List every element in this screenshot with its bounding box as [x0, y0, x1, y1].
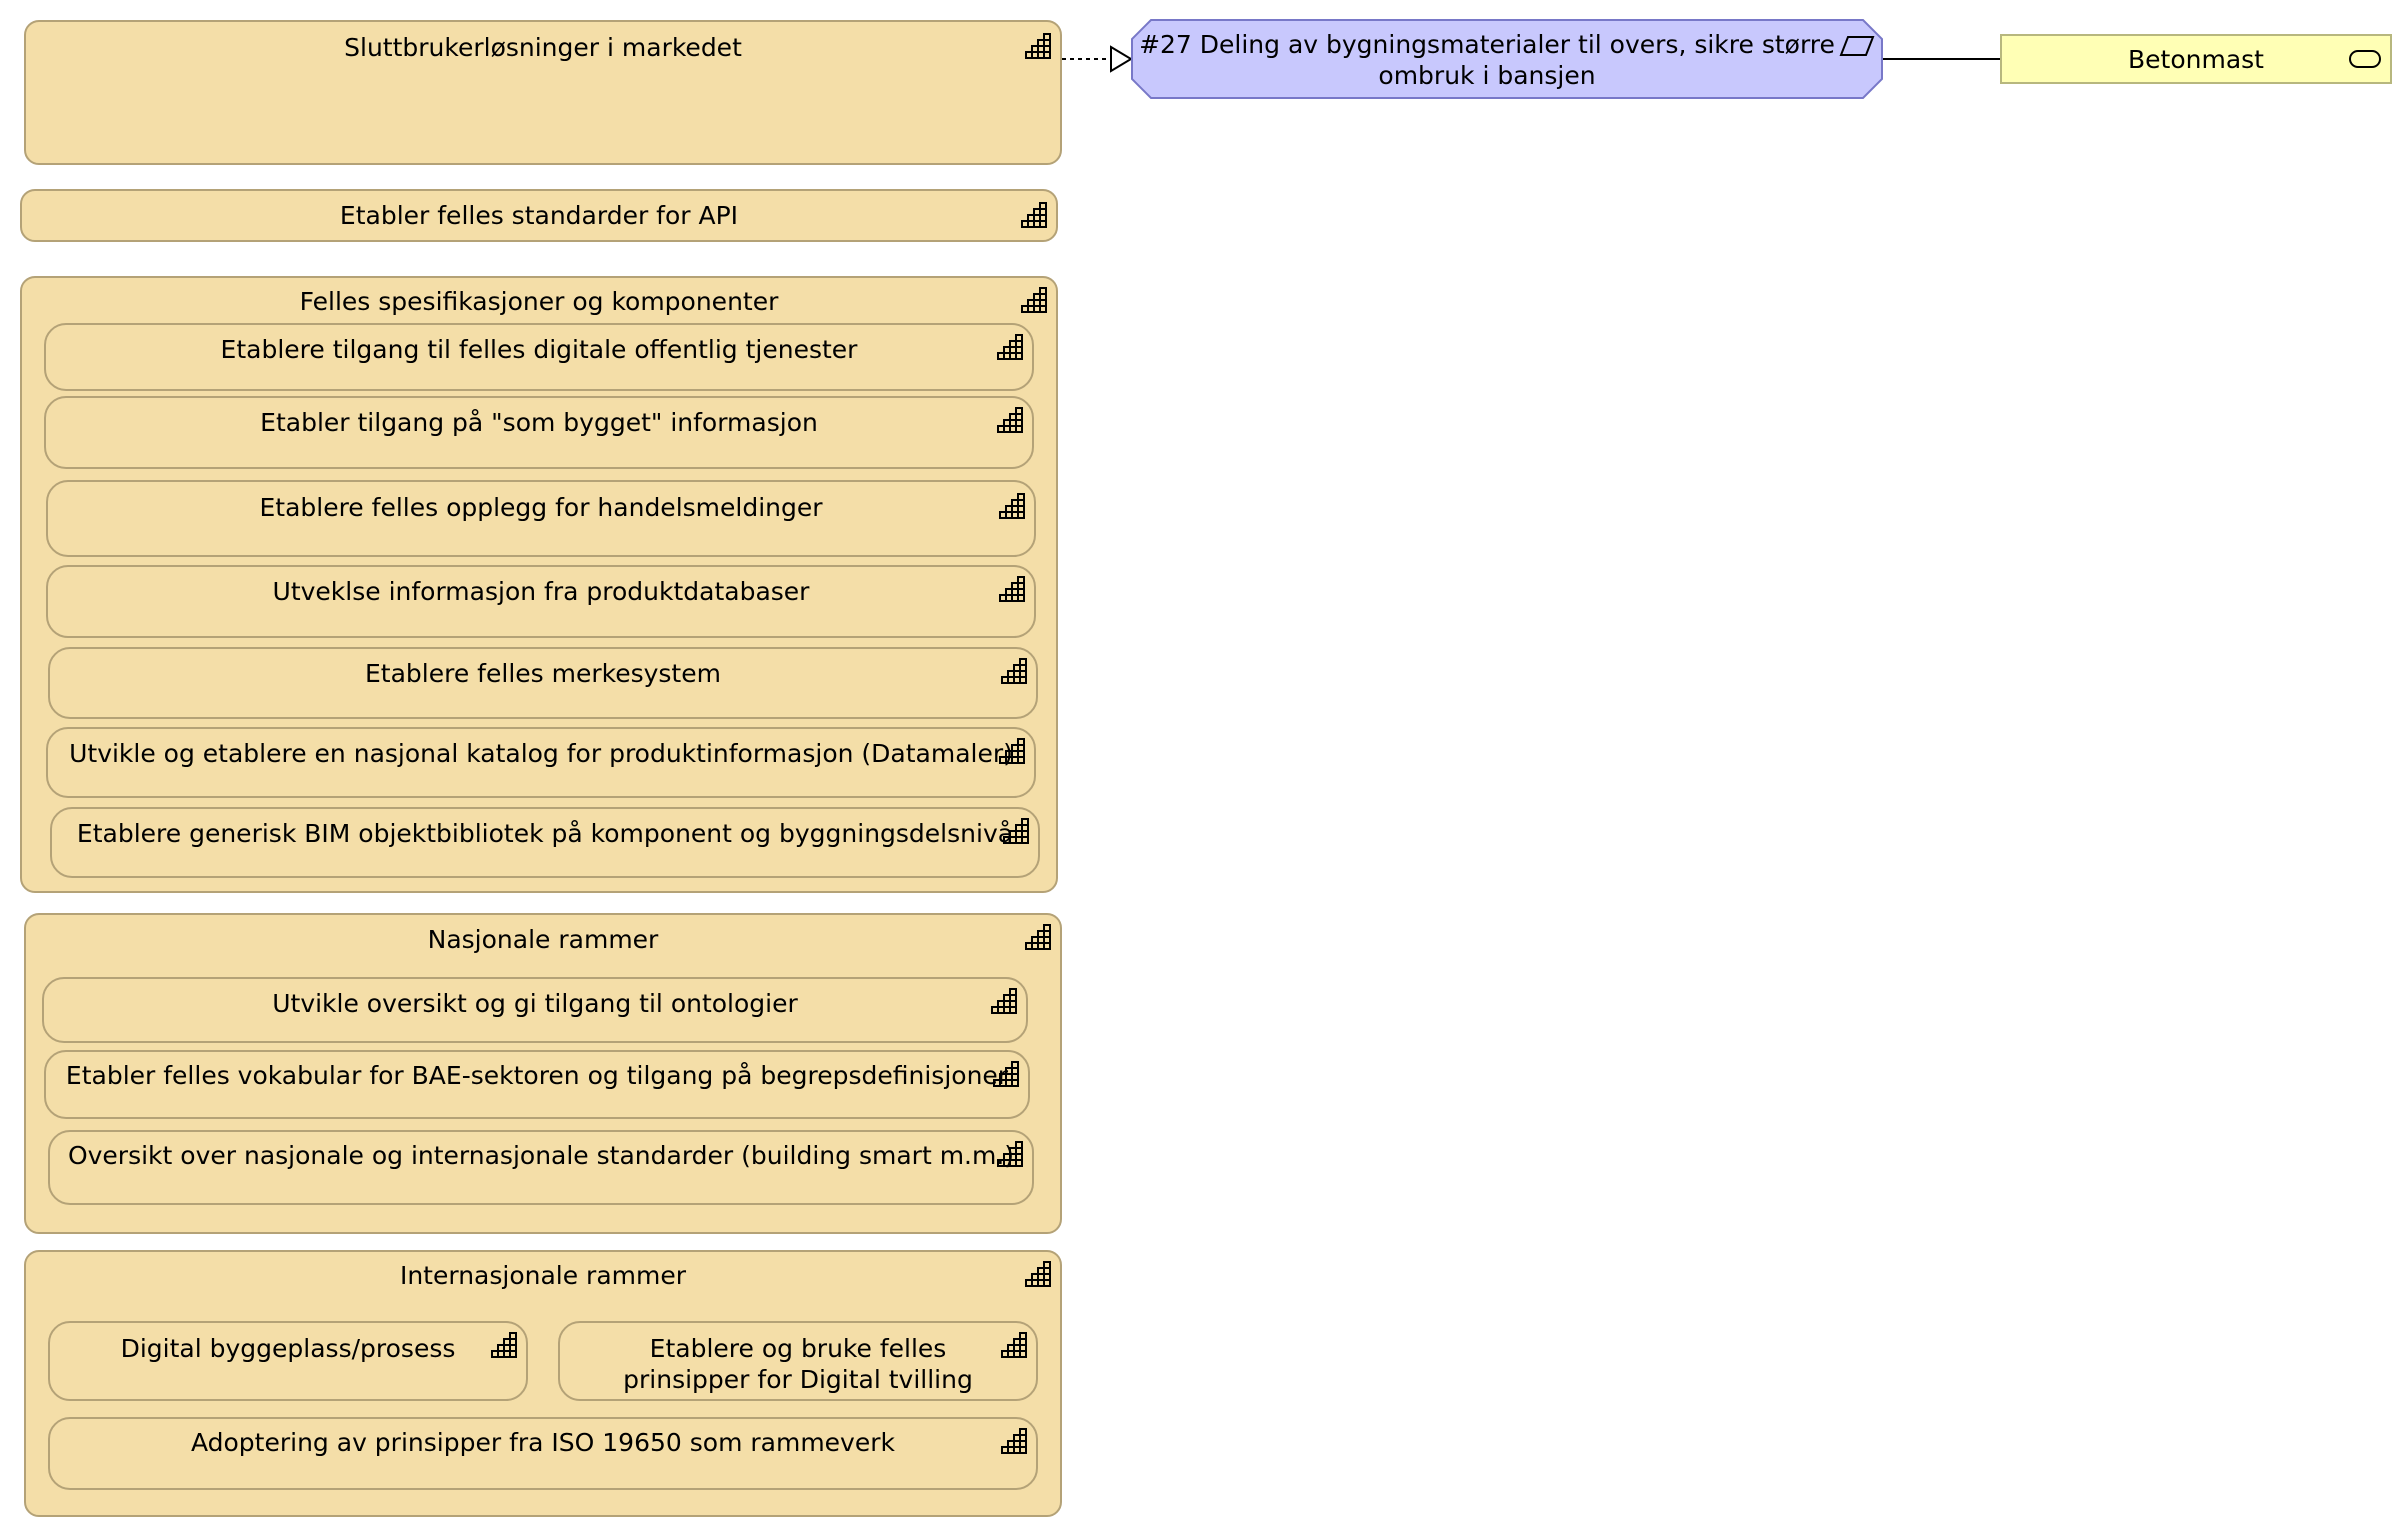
work-package-icon	[996, 333, 1024, 361]
work-package-icon	[996, 1140, 1024, 1168]
work-package-icon	[490, 1331, 518, 1359]
work-package-nasjonale-item[interactable]: Utvikle oversikt og gi tilgang til ontol…	[42, 977, 1028, 1043]
data-object-icon	[1839, 36, 1875, 56]
work-package-icon	[990, 987, 1018, 1015]
work-package-icon	[1024, 32, 1052, 60]
work-package-label: Etablere tilgang til felles digitale off…	[220, 335, 858, 364]
work-package-icon	[1024, 923, 1052, 951]
event-label-line: #27 Deling av bygningsmaterialer til ove…	[1139, 30, 1835, 59]
work-package-label: Sluttbrukerløsninger i markedet	[344, 33, 742, 62]
work-package-label: Etabler felles vokabular for BAE-sektore…	[65, 1061, 1009, 1090]
work-package-label: Etablere og bruke felles	[649, 1334, 947, 1363]
work-package-icon	[1000, 1427, 1028, 1455]
work-package-nasjonale-item[interactable]: Oversikt over nasjonale og internasjonal…	[48, 1130, 1034, 1205]
service-betonmast[interactable]: Betonmast	[2000, 34, 2392, 84]
work-package-icon	[998, 575, 1026, 603]
work-package-label: Digital byggeplass/prosess	[120, 1334, 456, 1363]
work-package-felles-item[interactable]: Etablere felles opplegg for handelsmeldi…	[46, 480, 1036, 557]
work-package-api[interactable]: Etabler felles standarder for API	[20, 189, 1058, 242]
work-package-felles-item[interactable]: Etablere tilgang til felles digitale off…	[44, 323, 1034, 391]
event-deling[interactable]: #27 Deling av bygningsmaterialer til ove…	[1131, 19, 1883, 99]
work-package-icon	[1000, 1331, 1028, 1359]
work-package-felles-item[interactable]: Etablere generisk BIM objektbibliotek på…	[50, 807, 1040, 878]
work-package-label: Utveklse informasjon fra produktdatabase…	[272, 577, 810, 606]
service-icon	[2349, 50, 2381, 68]
event-label-line: ombruk i bansjen	[1378, 61, 1596, 90]
service-label: Betonmast	[2128, 45, 2264, 74]
work-package-icon	[1020, 201, 1048, 229]
work-package-label: prinsipper for Digital tvilling	[623, 1365, 973, 1394]
group-title: Internasjonale rammer	[399, 1261, 687, 1290]
work-package-icon	[1000, 657, 1028, 685]
work-package-label: Oversikt over nasjonale og internasjonal…	[67, 1141, 1015, 1170]
work-package-label: Adoptering av prinsipper fra ISO 19650 s…	[190, 1428, 895, 1457]
work-package-label: Utvikle oversikt og gi tilgang til ontol…	[272, 989, 798, 1018]
work-package-icon	[1020, 286, 1048, 314]
work-package-icon	[998, 492, 1026, 520]
work-package-felles-item[interactable]: Utveklse informasjon fra produktdatabase…	[46, 565, 1036, 638]
work-package-icon	[1002, 817, 1030, 845]
work-package-internasjonale-item[interactable]: Adoptering av prinsipper fra ISO 19650 s…	[48, 1417, 1038, 1490]
work-package-internasjonale-item[interactable]: Digital byggeplass/prosess	[48, 1321, 528, 1401]
work-package-label: Etablere felles opplegg for handelsmeldi…	[259, 493, 823, 522]
group-title: Felles spesifikasjoner og komponenter	[299, 287, 779, 316]
work-package-label: Utvikle og etablere en nasjonal katalog …	[69, 739, 1013, 768]
work-package-internasjonale-item[interactable]: Etablere og bruke felles prinsipper for …	[558, 1321, 1038, 1401]
work-package-nasjonale-item[interactable]: Etabler felles vokabular for BAE-sektore…	[44, 1050, 1030, 1119]
work-package-felles-item[interactable]: Etabler tilgang på "som bygget" informas…	[44, 396, 1034, 469]
work-package-icon	[996, 406, 1024, 434]
realization-arrowhead	[1110, 45, 1133, 73]
work-package-icon	[1024, 1260, 1052, 1288]
work-package-sluttbruker[interactable]: Sluttbrukerløsninger i markedet	[24, 20, 1062, 165]
work-package-label: Etabler felles standarder for API	[339, 201, 739, 230]
work-package-label: Etablere generisk BIM objektbibliotek på…	[76, 819, 1014, 848]
event-label: #27 Deling av bygningsmaterialer til ove…	[1131, 29, 1843, 91]
work-package-felles-item[interactable]: Etablere felles merkesystem	[48, 647, 1038, 719]
group-title: Nasjonale rammer	[427, 925, 659, 954]
work-package-label: Etabler tilgang på "som bygget" informas…	[260, 408, 818, 437]
work-package-felles-item[interactable]: Utvikle og etablere en nasjonal katalog …	[46, 727, 1036, 798]
work-package-icon	[998, 737, 1026, 765]
event-shape	[1131, 19, 1883, 99]
work-package-label: Etablere felles merkesystem	[365, 659, 721, 688]
work-package-icon	[992, 1060, 1020, 1088]
